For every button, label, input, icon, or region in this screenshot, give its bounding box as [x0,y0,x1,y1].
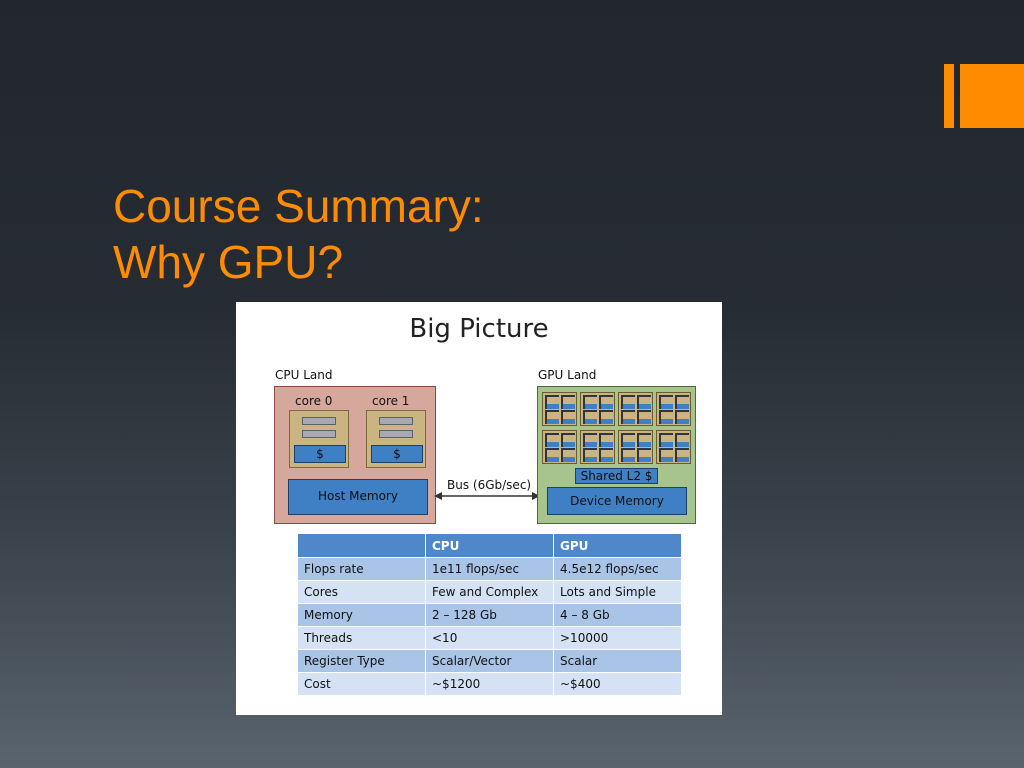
bus-label: Bus (6Gb/sec) [447,478,532,492]
gpu-core [561,395,575,409]
bus-arrow-icon [434,492,540,500]
table-cell: 1e11 flops/sec [425,557,554,581]
core-0-label: core 0 [295,394,333,408]
gpu-core [675,395,689,409]
cpu-land-box: core 0 core 1 $ $ Host Memory [274,386,436,524]
gpu-multiprocessor [580,392,615,426]
table-cell: 4 – 8 Gb [553,603,682,627]
gpu-core [545,433,559,447]
gpu-core [659,448,673,462]
gpu-multiprocessor [542,430,577,464]
core-1-cache: $ [371,445,423,463]
table-header-row: CPU GPU [297,533,682,558]
register [379,430,413,438]
slide-title-line-2: Why GPU? [113,236,344,288]
gpu-core [599,433,613,447]
gpu-core [599,410,613,424]
table-header-cell: GPU [553,533,682,558]
table-cell: Threads [297,626,426,650]
gpu-core [637,448,651,462]
gpu-core [659,395,673,409]
register [302,417,336,425]
register [302,430,336,438]
figure-title: Big Picture [409,314,549,344]
gpu-core [583,395,597,409]
core-0-cache: $ [294,445,346,463]
gpu-core [545,395,559,409]
gpu-multiprocessor [618,392,653,426]
table-cell: 4.5e12 flops/sec [553,557,682,581]
gpu-core [659,433,673,447]
table-cell: Memory [297,603,426,627]
gpu-core [545,410,559,424]
gpu-multiprocessor [656,430,691,464]
gpu-core [621,448,635,462]
gpu-core [675,410,689,424]
gpu-core [599,448,613,462]
gpu-core [637,433,651,447]
register [379,417,413,425]
accent-bar-thin [944,64,954,128]
gpu-multiprocessor [618,430,653,464]
table-cell: Few and Complex [425,580,554,604]
gpu-core [561,433,575,447]
table-cell: Scalar/Vector [425,649,554,673]
table-cell: Flops rate [297,557,426,581]
table-cell: >10000 [553,626,682,650]
table-row: Cores Few and Complex Lots and Simple [297,580,682,604]
gpu-multiprocessor [656,392,691,426]
table-header-cell [297,533,426,558]
gpu-core [621,395,635,409]
device-memory: Device Memory [547,487,687,515]
table-row: Cost ~$1200 ~$400 [297,672,682,696]
gpu-land-box: Shared L2 $ Device Memory [537,386,696,524]
accent-bar-wide [960,64,1024,128]
table-header-cell: CPU [425,533,554,558]
gpu-core [583,448,597,462]
gpu-core [621,410,635,424]
table-cell: 2 – 128 Gb [425,603,554,627]
gpu-core [583,433,597,447]
core-1-label: core 1 [372,394,410,408]
gpu-core [675,433,689,447]
cpu-gpu-comparison-table: CPU GPU Flops rate 1e11 flops/sec 4.5e12… [297,533,682,696]
big-picture-figure: Big Picture CPU Land GPU Land core 0 cor… [236,302,722,715]
gpu-core [561,410,575,424]
table-row: Memory 2 – 128 Gb 4 – 8 Gb [297,603,682,627]
cpu-land-label: CPU Land [275,368,333,382]
gpu-core [659,410,673,424]
table-cell: Cores [297,580,426,604]
table-cell: Scalar [553,649,682,673]
gpu-core [583,410,597,424]
gpu-core [561,448,575,462]
gpu-core [675,448,689,462]
table-row: Flops rate 1e11 flops/sec 4.5e12 flops/s… [297,557,682,581]
table-cell: <10 [425,626,554,650]
host-memory: Host Memory [288,479,428,515]
gpu-core [637,395,651,409]
gpu-land-label: GPU Land [538,368,597,382]
table-cell: ~$400 [553,672,682,696]
gpu-multiprocessor [580,430,615,464]
core-0: $ [289,410,349,468]
gpu-core [545,448,559,462]
core-1: $ [366,410,426,468]
gpu-core [621,433,635,447]
gpu-core [637,410,651,424]
table-cell: Register Type [297,649,426,673]
table-cell: Cost [297,672,426,696]
slide-title-line-1: Course Summary: [113,180,484,232]
table-cell: Lots and Simple [553,580,682,604]
table-cell: ~$1200 [425,672,554,696]
gpu-core [599,395,613,409]
table-row: Threads <10 >10000 [297,626,682,650]
gpu-multiprocessor [542,392,577,426]
shared-l2-cache: Shared L2 $ [575,468,658,484]
slide-title: Course Summary: Why GPU? [113,178,484,290]
table-row: Register Type Scalar/Vector Scalar [297,649,682,673]
